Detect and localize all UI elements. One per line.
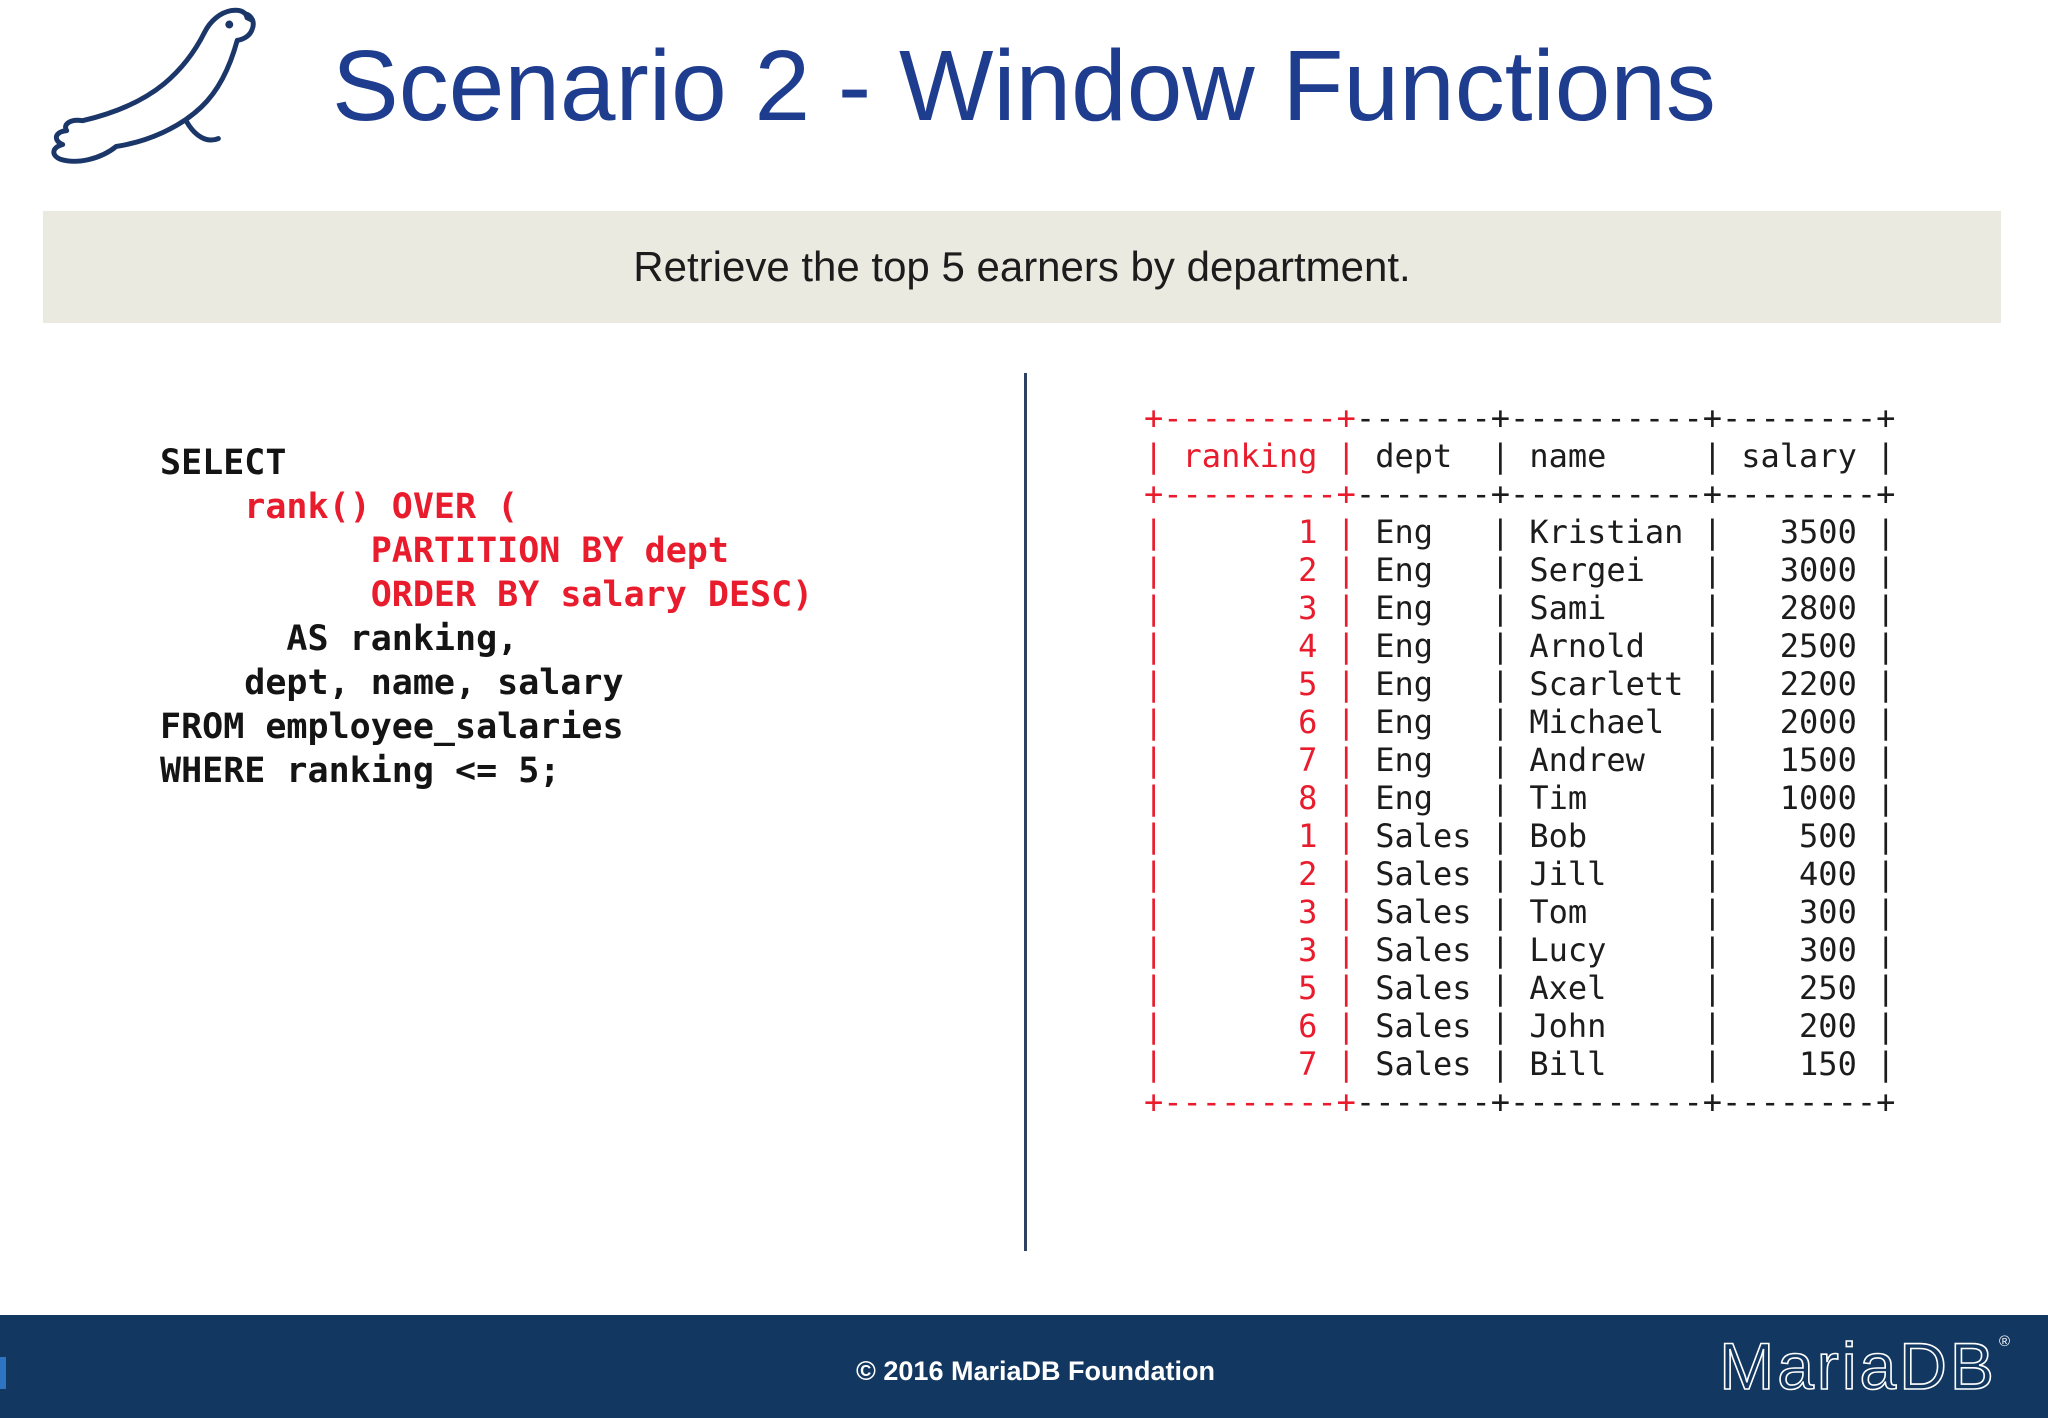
result-table-line: | ranking | dept | name | salary | bbox=[1144, 437, 1896, 475]
result-table-line: | 6 | Eng | Michael | 2000 | bbox=[1144, 703, 1896, 741]
result-table-line: +---------+-------+----------+--------+ bbox=[1144, 399, 1896, 437]
vertical-divider bbox=[1024, 373, 1027, 1251]
sql-code-line: rank() OVER ( bbox=[160, 487, 519, 527]
result-table-line: | 7 | Eng | Andrew | 1500 | bbox=[1144, 741, 1896, 779]
result-table-line: | 6 | Sales | John | 200 | bbox=[1144, 1007, 1896, 1045]
sql-code-line: AS ranking, bbox=[160, 619, 519, 659]
footer-bar: © 2016 MariaDB Foundation MariaDB® bbox=[0, 1315, 2048, 1418]
sql-code-line: FROM employee_salaries bbox=[160, 707, 624, 747]
subtitle-text: Retrieve the top 5 earners by department… bbox=[633, 243, 1411, 290]
mariadb-seal-icon bbox=[51, 7, 256, 164]
result-table-line: | 4 | Eng | Arnold | 2500 | bbox=[1144, 627, 1896, 665]
footer-accent-mark bbox=[0, 1357, 6, 1389]
result-table-line: | 5 | Eng | Scarlett | 2200 | bbox=[1144, 665, 1896, 703]
mariadb-wordmark-text: MariaDB bbox=[1718, 1329, 1997, 1403]
result-table-line: | 7 | Sales | Bill | 150 | bbox=[1144, 1045, 1896, 1083]
result-table-line: +---------+-------+----------+--------+ bbox=[1144, 475, 1896, 513]
subtitle-band: Retrieve the top 5 earners by department… bbox=[43, 211, 2001, 323]
sql-code-line: PARTITION BY dept bbox=[160, 531, 729, 571]
result-table-line: | 5 | Sales | Axel | 250 | bbox=[1144, 969, 1896, 1007]
sql-code-block: SELECT rank() OVER ( PARTITION BY dept O… bbox=[160, 441, 813, 793]
result-table-line: | 8 | Eng | Tim | 1000 | bbox=[1144, 779, 1896, 817]
sql-code-line: SELECT bbox=[160, 443, 287, 483]
copyright-text: © 2016 MariaDB Foundation bbox=[856, 1356, 1215, 1386]
registered-trademark-icon: ® bbox=[1998, 1333, 2010, 1350]
result-table-line: | 3 | Eng | Sami | 2800 | bbox=[1144, 589, 1896, 627]
sql-code-line: dept, name, salary bbox=[160, 663, 624, 703]
result-table-line: | 1 | Eng | Kristian | 3500 | bbox=[1144, 513, 1896, 551]
sql-code-line: WHERE ranking <= 5; bbox=[160, 751, 561, 791]
sql-code-line: ORDER BY salary DESC) bbox=[160, 575, 814, 615]
result-table-line: | 2 | Sales | Jill | 400 | bbox=[1144, 855, 1896, 893]
query-result-table: +---------+-------+----------+--------+|… bbox=[1144, 399, 1895, 1121]
page-title: Scenario 2 - Window Functions bbox=[332, 30, 1716, 142]
result-table-line: | 3 | Sales | Tom | 300 | bbox=[1144, 893, 1896, 931]
result-table-line: | 3 | Sales | Lucy | 300 | bbox=[1144, 931, 1896, 969]
mariadb-wordmark: MariaDB® bbox=[1718, 1329, 2010, 1403]
result-table-line: | 1 | Sales | Bob | 500 | bbox=[1144, 817, 1896, 855]
result-table-line: +---------+-------+----------+--------+ bbox=[1144, 1083, 1896, 1121]
result-table-line: | 2 | Eng | Sergei | 3000 | bbox=[1144, 551, 1896, 589]
